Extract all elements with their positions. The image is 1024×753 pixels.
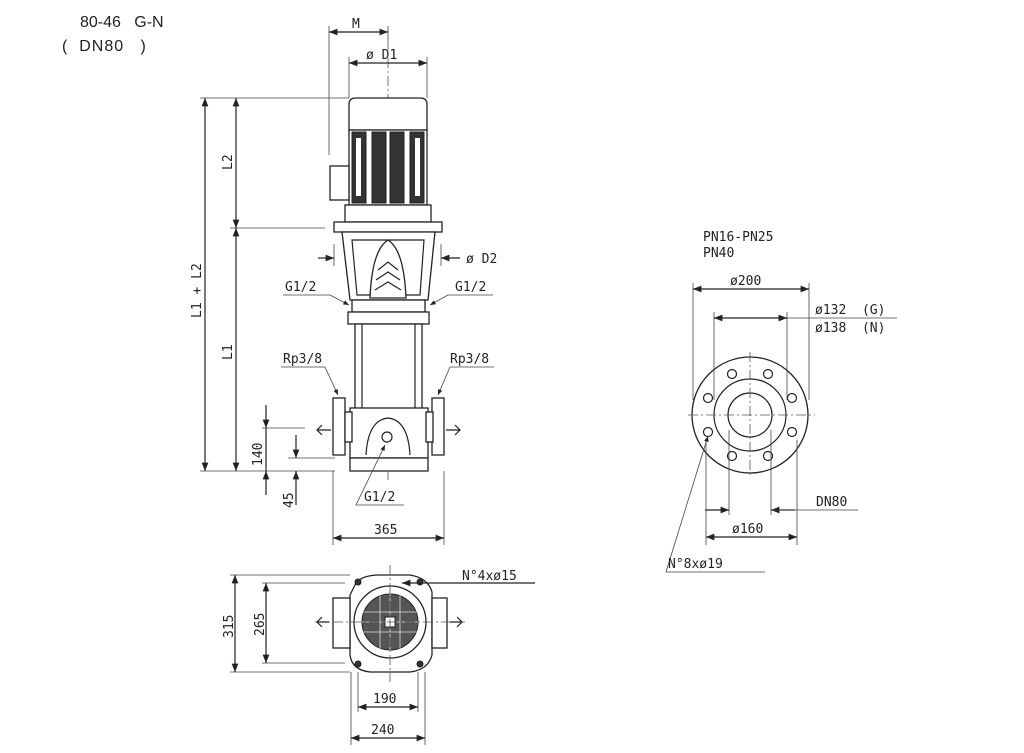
pump-sleeve bbox=[354, 323, 423, 411]
dim-L1: L1 bbox=[221, 344, 236, 360]
label-pn40: PN40 bbox=[703, 246, 734, 261]
dim-dn80: DN80 bbox=[816, 495, 847, 510]
dim-240: 240 bbox=[371, 723, 394, 738]
flange-view: PN16-PN25 PN40 ø200 ø132 (G) ø138 (N) DN… bbox=[665, 230, 897, 573]
dim-d132: ø132 (G) bbox=[815, 303, 885, 318]
dim-d160: ø160 bbox=[732, 522, 763, 537]
dim-140: 140 bbox=[251, 443, 266, 466]
label-flange-holes: N°8xø19 bbox=[668, 557, 723, 572]
label-rp38-right: Rp3/8 bbox=[450, 352, 489, 367]
terminal-box bbox=[329, 165, 350, 201]
motor-flange bbox=[333, 221, 443, 233]
dim-D1: ø D1 bbox=[366, 48, 397, 63]
dim-L1-L2: L1 + L2 bbox=[190, 263, 205, 318]
label-rp38-left: Rp3/8 bbox=[283, 352, 322, 367]
dim-365: 365 bbox=[374, 523, 397, 538]
outlet-flange bbox=[431, 397, 445, 456]
dim-D2: ø D2 bbox=[466, 252, 497, 267]
bolt-holes bbox=[702, 368, 798, 462]
pump-side-view: M ø D1 ø D2 L1 + L2 L2 L1 G1/2 G1/2 Rp3/… bbox=[190, 17, 497, 545]
dim-d138: ø138 (N) bbox=[815, 321, 885, 336]
label-g12-bottom: G1/2 bbox=[364, 490, 395, 505]
size-label: ( DN80 ) bbox=[62, 38, 147, 55]
pump-base-view: 315 265 190 240 N°4xø15 bbox=[222, 565, 535, 745]
dim-d200: ø200 bbox=[730, 274, 761, 289]
dim-190: 190 bbox=[373, 692, 396, 707]
inlet-flange bbox=[332, 397, 346, 456]
dim-M: M bbox=[352, 17, 360, 32]
pump-feet bbox=[349, 457, 429, 472]
motor-fins bbox=[351, 131, 425, 204]
label-base-holes: N°4xø15 bbox=[462, 569, 517, 584]
label-g12-right: G1/2 bbox=[455, 280, 486, 295]
label-pn16-pn25: PN16-PN25 bbox=[703, 230, 773, 245]
dim-45: 45 bbox=[282, 492, 297, 508]
dim-265: 265 bbox=[253, 613, 268, 636]
model-label: 80-46 G-N bbox=[80, 14, 164, 31]
motor-cap bbox=[348, 97, 428, 131]
label-g12-left: G1/2 bbox=[285, 280, 316, 295]
dim-315: 315 bbox=[222, 615, 237, 638]
dim-L2: L2 bbox=[221, 154, 236, 170]
